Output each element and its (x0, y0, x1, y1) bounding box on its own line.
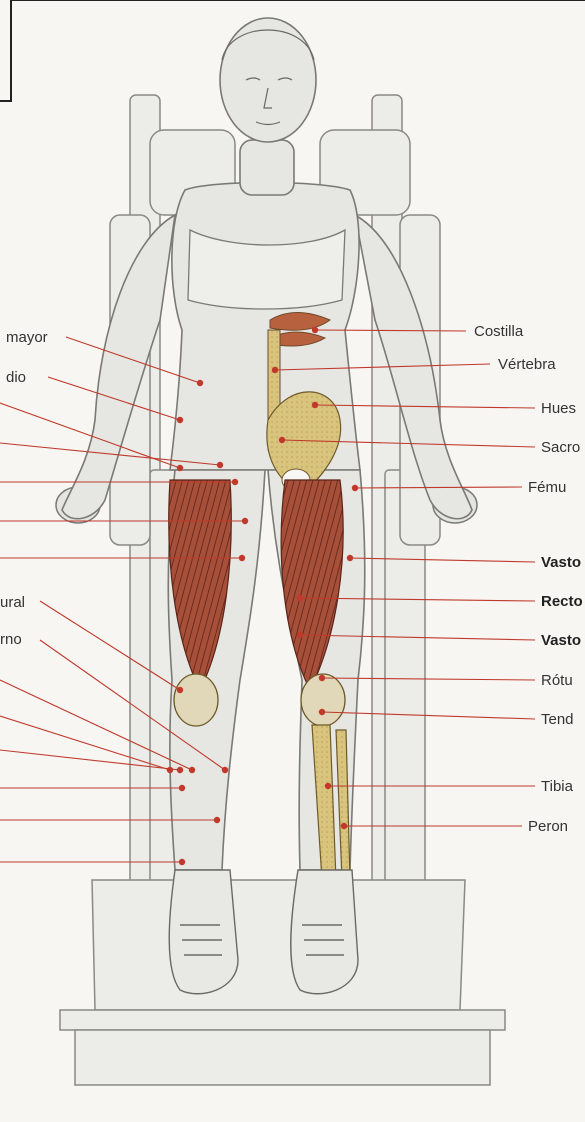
marker-dot-l3 (177, 465, 183, 471)
marker-dot-l5 (232, 479, 238, 485)
marker-dot-l7 (239, 555, 245, 561)
marker-dot-l1 (197, 380, 203, 386)
marker-dot-perone (341, 823, 347, 829)
marker-dot-l12 (177, 767, 183, 773)
marker-dot-tendon (319, 709, 325, 715)
marker-dot-costilla (312, 327, 318, 333)
label-vasto-1: Vasto (541, 554, 581, 572)
label-costilla: Costilla (474, 323, 523, 341)
label-femur: Fému (528, 479, 566, 497)
label-tibia: Tibia (541, 778, 573, 796)
label-rotula: Rótu (541, 672, 573, 690)
marker-dot-recto (297, 595, 303, 601)
marker-dot-vertebra (272, 367, 278, 373)
label-fural: ural (0, 594, 25, 612)
label-hueso: Hues (541, 400, 576, 418)
label-oblicuo-mayor: mayor (6, 329, 48, 347)
marker-dot-tibia (325, 783, 331, 789)
marker-dot-l15 (179, 859, 185, 865)
label-vasto-2: Vasto (541, 632, 581, 650)
marker-dot-l4 (217, 462, 223, 468)
marker-dot-femur (352, 485, 358, 491)
label-medio: dio (6, 369, 26, 387)
marker-dot-l14 (214, 817, 220, 823)
marker-dot-rotula (319, 675, 325, 681)
label-perone: Peron (528, 818, 568, 836)
knees (174, 674, 345, 726)
marker-dot-l9 (222, 767, 228, 773)
marker-dot-sacro (279, 437, 285, 443)
marker-dot-hueso (312, 402, 318, 408)
label-recto: Recto (541, 593, 583, 611)
marker-dot-l10 (189, 767, 195, 773)
marker-dot-l8 (177, 687, 183, 693)
marker-dot-l13 (179, 785, 185, 791)
marker-dot-l11 (167, 767, 173, 773)
marker-dot-l2 (177, 417, 183, 423)
marker-dot-vasto-1 (347, 555, 353, 561)
label-tendon: Tend (541, 711, 574, 729)
marker-dot-vasto-2 (297, 632, 303, 638)
label-rno: rno (0, 631, 22, 649)
label-vertebra: Vértebra (498, 356, 556, 374)
label-sacro: Sacro (541, 439, 580, 457)
marker-dot-l6 (242, 518, 248, 524)
